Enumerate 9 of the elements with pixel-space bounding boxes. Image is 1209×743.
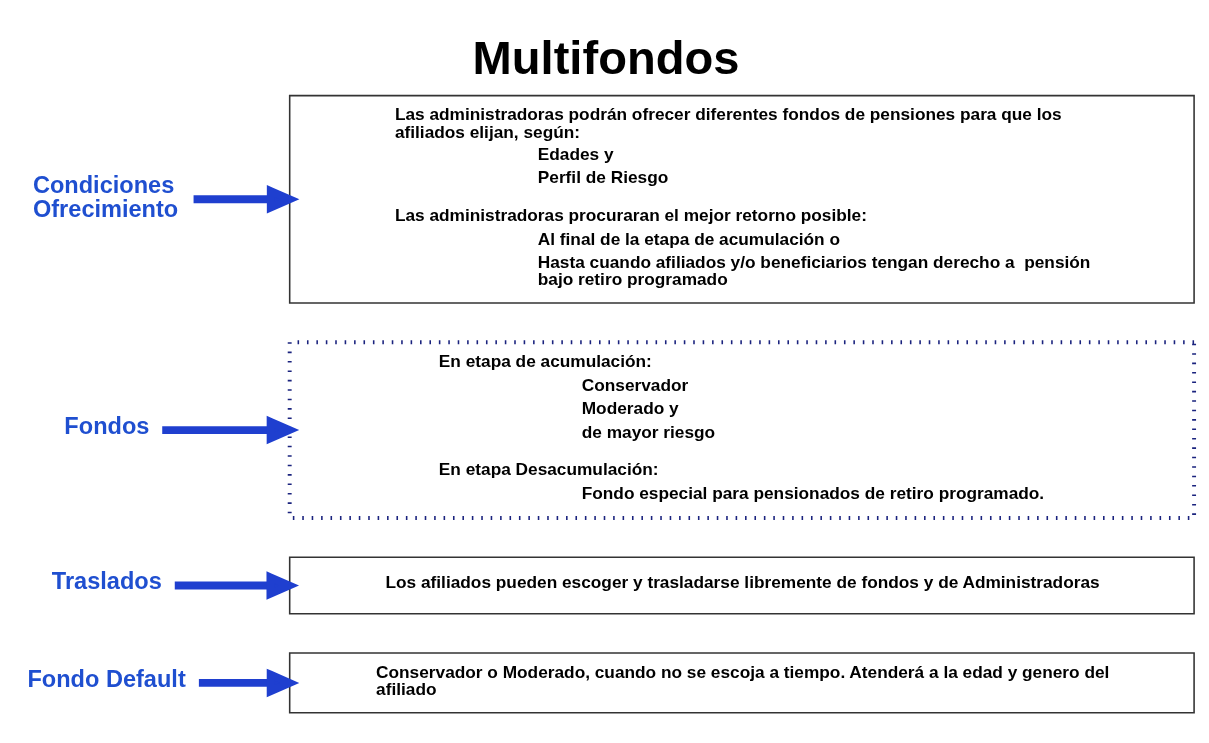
node-text: Condiciones Ofrecimiento	[32, 171, 179, 222]
node-box: Conservador o Moderado, cuando no se escoja a tiempo. Atenderá a la edad y genero del afiliado	[288, 651, 1195, 713]
node-box: Los afiliados pueden escoger y trasladarse libremente de fondos y de Administradoras	[288, 556, 1195, 615]
node-box: En etapa de acumulación: Conservador Moderado y de mayor riesgo En etapa Desacumulación: Fondo especial para pensionados de retiro programado.	[287, 339, 1197, 520]
diagram-title: Multifondos	[472, 30, 740, 84]
node-text: Traslados	[51, 567, 162, 594]
node-text: Fondos	[64, 412, 150, 439]
node-box: Las administradoras podrán ofrecer diferentes fondos de pensiones para que los afiliados elijan, según: Edades y Perfil de Riesgo Las administradoras procuraran el mejor retorno posible: Al final de la etapa de acumulación o Hasta cuando afiliados y/o beneficiarios tengan derecho a pensión bajo retiro programado	[288, 94, 1195, 304]
node-text: Fondo Default	[27, 665, 186, 692]
